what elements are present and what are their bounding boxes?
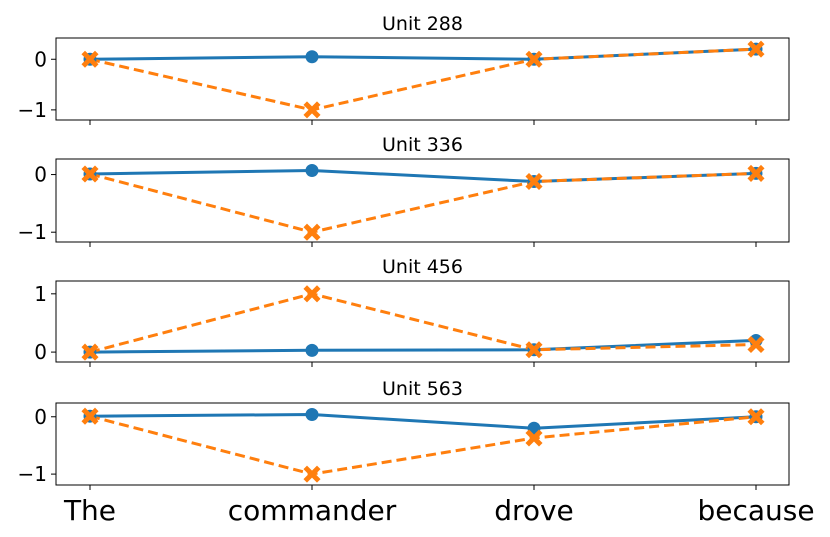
series-line-1 xyxy=(89,47,757,61)
data-point-x xyxy=(303,223,321,241)
data-point-x xyxy=(747,40,765,58)
data-point-x xyxy=(525,172,543,191)
data-point-circle xyxy=(305,50,319,64)
series-line-1 xyxy=(89,338,757,354)
data-point-x xyxy=(81,343,99,361)
data-point-x xyxy=(525,429,543,447)
y-tick-label: 0 xyxy=(34,405,47,429)
data-point-x xyxy=(303,465,321,483)
series-line-2 xyxy=(89,47,757,112)
data-point-circle xyxy=(305,164,319,178)
x-tick-label: drove xyxy=(494,494,574,527)
y-tick-label: −1 xyxy=(18,462,47,486)
data-point-x xyxy=(81,407,99,425)
y-tick-label: 0 xyxy=(34,163,47,187)
data-point-x xyxy=(747,335,765,354)
panel-title: Unit 456 xyxy=(382,256,463,278)
series-line-1 xyxy=(89,169,757,183)
x-tick-label: commander xyxy=(228,494,397,527)
data-point-x xyxy=(303,285,321,303)
data-point-x xyxy=(747,164,765,182)
series-line-2 xyxy=(89,171,757,234)
panel-title: Unit 336 xyxy=(382,134,463,156)
y-tick-label: 1 xyxy=(34,282,47,306)
y-tick-label: −1 xyxy=(18,220,47,244)
data-point-circle xyxy=(305,407,319,421)
panel-frame xyxy=(55,280,790,363)
data-point-x xyxy=(747,408,765,426)
data-point-x xyxy=(525,341,543,359)
panel-title: Unit 288 xyxy=(382,13,463,35)
y-tick-label: 0 xyxy=(34,340,47,364)
panel-frame xyxy=(55,402,790,486)
panel-title: Unit 563 xyxy=(382,378,463,400)
data-point-circle xyxy=(305,343,319,357)
panel-frame xyxy=(55,158,790,243)
series-line-1 xyxy=(89,413,757,430)
x-tick-label: because xyxy=(697,494,814,527)
data-point-x xyxy=(303,101,321,119)
data-point-x xyxy=(81,165,99,183)
panel-frame xyxy=(55,37,790,121)
series-line-2 xyxy=(89,414,757,476)
x-tick-label: The xyxy=(63,494,116,527)
data-point-x xyxy=(525,50,543,68)
y-tick-label: −1 xyxy=(18,98,47,122)
y-tick-label: 0 xyxy=(34,47,47,71)
data-point-x xyxy=(81,50,99,68)
series-line-2 xyxy=(89,292,757,354)
